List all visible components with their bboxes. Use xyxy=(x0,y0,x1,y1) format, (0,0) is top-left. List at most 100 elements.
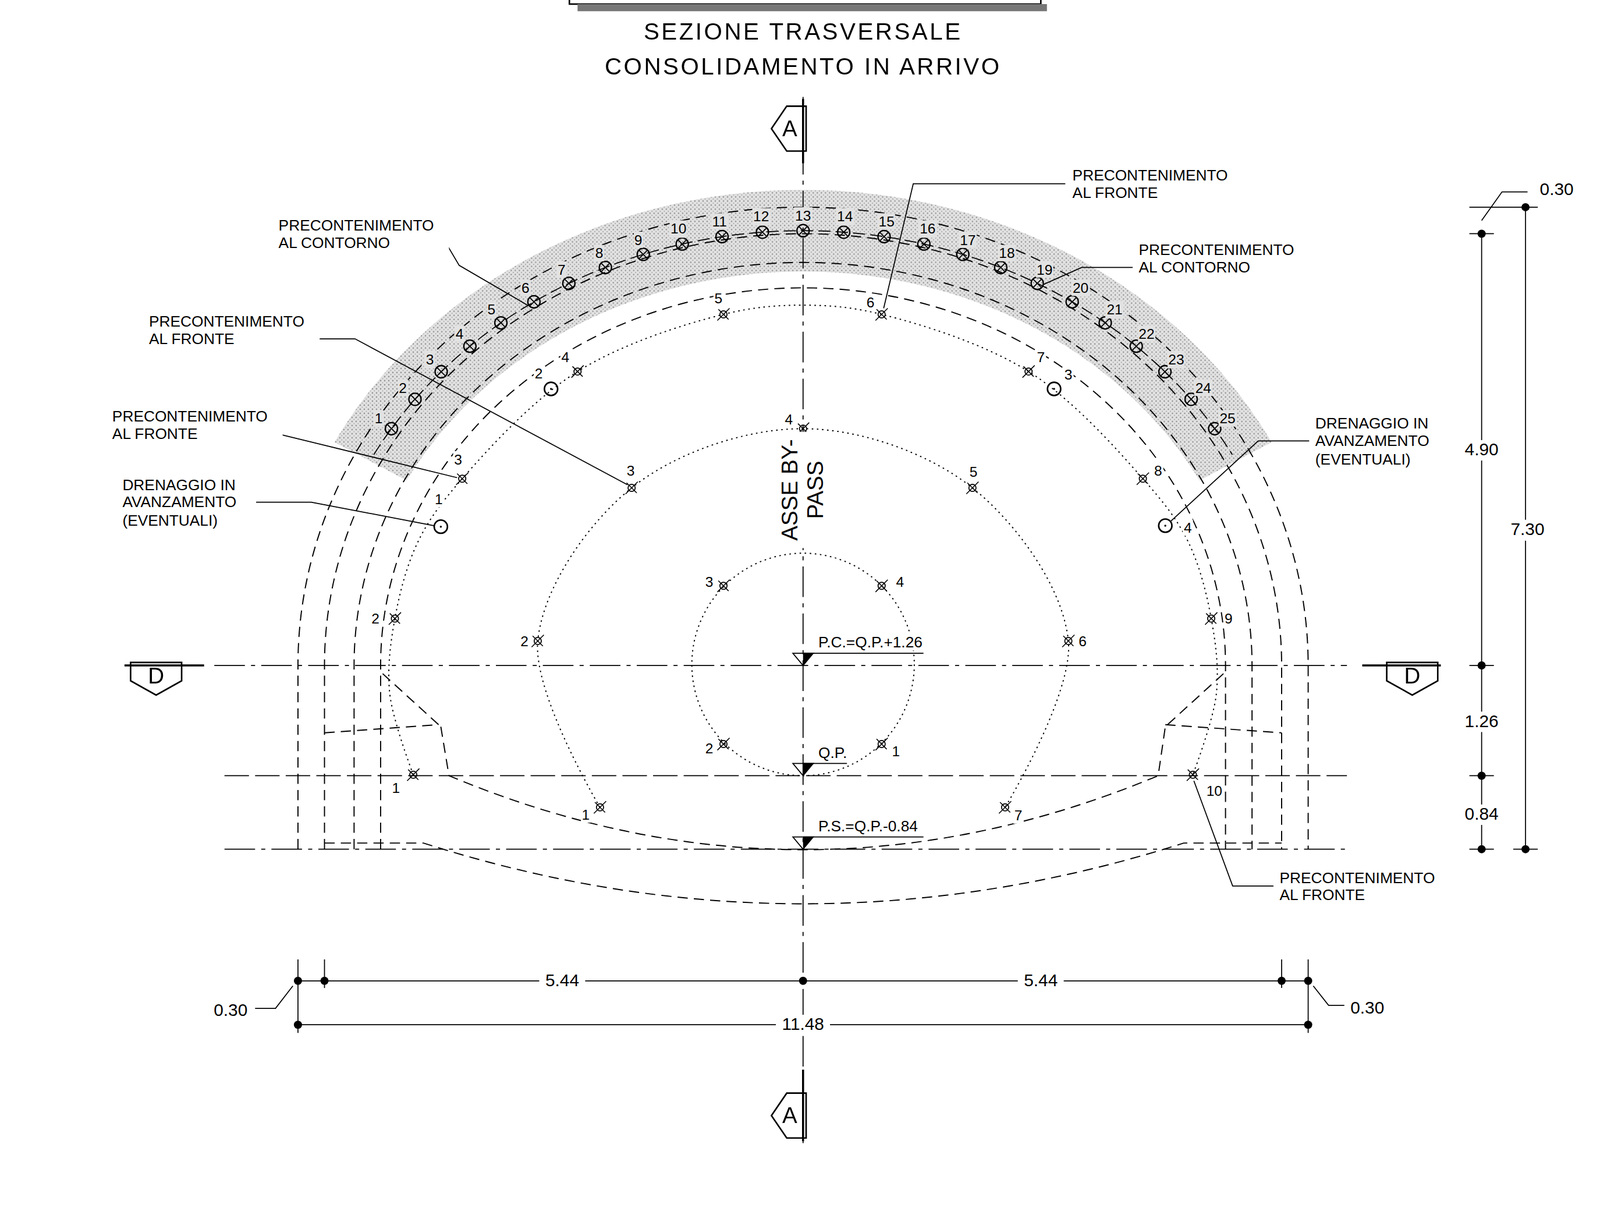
contour-bolt-symbol xyxy=(1210,424,1220,434)
label-holder: DRENAGGIO IN AVANZAMENTO (EVENTUALI) xyxy=(121,475,257,529)
callout-number: 2 xyxy=(704,739,715,757)
front-bolt-symbol xyxy=(625,481,638,495)
label-holder: 3 xyxy=(704,573,715,590)
drain-symbol xyxy=(550,387,553,390)
label-holder: D xyxy=(147,662,166,688)
contour-bolt-symbol xyxy=(599,261,612,274)
title-frame-shadow xyxy=(577,4,1047,12)
contour-bolt-symbol xyxy=(437,367,446,376)
front-bolt-symbol xyxy=(1186,768,1199,781)
callout-number: 23 xyxy=(1166,351,1186,368)
drain-symbol xyxy=(544,382,558,396)
dimension-value: 0.30 xyxy=(207,1000,254,1021)
contour-bolt-symbol xyxy=(562,277,576,290)
label-holder: 4.90 xyxy=(1458,440,1505,460)
axis-line xyxy=(214,664,1347,666)
contour-bolt-symbol xyxy=(837,225,850,239)
contour-bolt-symbol xyxy=(496,318,506,328)
label-holder: 2 xyxy=(533,365,544,382)
callout-number: 5 xyxy=(713,289,724,307)
callout-number: 1 xyxy=(373,409,384,427)
drain-symbol xyxy=(434,519,448,534)
label-holder: 7 xyxy=(556,260,567,278)
front-bolt-symbol xyxy=(531,634,544,647)
contour-bolt-symbol xyxy=(529,297,539,307)
contour-bolt-symbol xyxy=(494,316,507,329)
label-holder: 1 xyxy=(391,779,402,796)
dimension-value: 5.44 xyxy=(1017,970,1064,991)
callout-number: 17 xyxy=(958,231,977,248)
leader-line xyxy=(243,502,434,526)
contour-bolt-symbol xyxy=(527,295,541,308)
label-holder: 5.44 xyxy=(1017,970,1064,991)
front-bolt-symbol xyxy=(1062,634,1075,647)
dimension-dot xyxy=(1304,976,1313,985)
front-bolt-symbol xyxy=(1136,472,1149,485)
dimension-dot xyxy=(1521,203,1530,212)
callout-number: 15 xyxy=(877,213,896,230)
callout-number: 1 xyxy=(580,806,591,823)
contour-bolt-symbol xyxy=(917,238,931,251)
leader-line xyxy=(395,242,528,305)
contour-bolt-symbol xyxy=(880,232,889,241)
front-bolt-symbol xyxy=(593,800,606,814)
label-holder: 2 xyxy=(370,609,381,627)
title-frame xyxy=(569,0,1041,5)
contour-bolt-symbol xyxy=(837,225,850,239)
contour-bolt-symbol xyxy=(599,261,612,274)
contour-bolt-symbol xyxy=(994,261,1007,274)
label-holder: 7 xyxy=(1036,349,1046,366)
contour-bolt-symbol xyxy=(877,230,890,243)
front-bolt-symbol xyxy=(456,472,469,485)
front-bolt-symbol xyxy=(388,612,402,625)
callout-number: 3 xyxy=(1063,366,1074,383)
dimension-dot xyxy=(293,1020,303,1029)
callout-number: 5 xyxy=(968,463,979,480)
contour-bolt-symbol xyxy=(385,422,398,435)
label-holder: 5 xyxy=(713,289,724,307)
label-holder: 11 xyxy=(711,213,729,230)
section-arrow xyxy=(771,105,807,151)
drawing-title: SEZIONE TRASVERSALE CONSOLIDAMENTO IN AR… xyxy=(589,14,1018,84)
callout-note: PRECONTENIMENTO AL CONTORNO xyxy=(1137,240,1310,276)
contour-bolt-symbol xyxy=(1066,295,1079,308)
callout-number: 5 xyxy=(486,301,497,318)
section-line xyxy=(124,664,205,667)
label-holder: 23 xyxy=(1166,351,1186,368)
contour-bolt-symbol xyxy=(678,239,687,249)
contour-bolt-symbol xyxy=(996,263,1006,272)
label-holder: P.S.=Q.P.-0.84 xyxy=(817,816,919,835)
label-holder: 2 xyxy=(398,379,409,396)
front-contour xyxy=(537,428,1069,807)
front-bolt-symbol xyxy=(875,738,888,751)
section-letter: A xyxy=(781,115,798,142)
front-bolt-symbol xyxy=(407,768,420,781)
title-holder: SEZIONE TRASVERSALE CONSOLIDAMENTO IN AR… xyxy=(589,14,1018,84)
label-holder: 17 xyxy=(958,231,977,248)
label-holder: 24 xyxy=(1194,379,1213,396)
axis-end xyxy=(802,1069,805,1141)
level-marker xyxy=(792,653,814,666)
callout-note: DRENAGGIO IN AVANZAMENTO (EVENTUALI) xyxy=(1314,414,1449,468)
contour-bolt-symbol xyxy=(1098,316,1112,329)
section-letter: A xyxy=(781,1102,798,1128)
leader-line xyxy=(254,985,293,1009)
label-holder: 4 xyxy=(783,410,794,428)
callout-number: 6 xyxy=(520,279,531,297)
contour-bolt-symbol xyxy=(917,238,931,251)
label-holder: 9 xyxy=(1223,609,1234,627)
front-bolt-symbol xyxy=(875,738,888,751)
label-holder: 9 xyxy=(633,231,644,248)
front-bolt-symbol xyxy=(966,481,979,495)
label-holder: 1 xyxy=(580,806,591,823)
section-line xyxy=(1362,664,1442,667)
callout-number: 7 xyxy=(556,260,567,278)
contour-bolt-symbol xyxy=(1186,394,1196,404)
contour-bolt-symbol xyxy=(715,230,729,243)
contour-bolt-symbol xyxy=(839,227,849,237)
front-bolt-symbol xyxy=(966,481,979,495)
contour-bolt-symbol xyxy=(527,295,541,308)
label-holder: 7 xyxy=(1013,807,1024,824)
label-holder: 13 xyxy=(793,207,812,224)
label-holder: 1 xyxy=(891,742,901,759)
